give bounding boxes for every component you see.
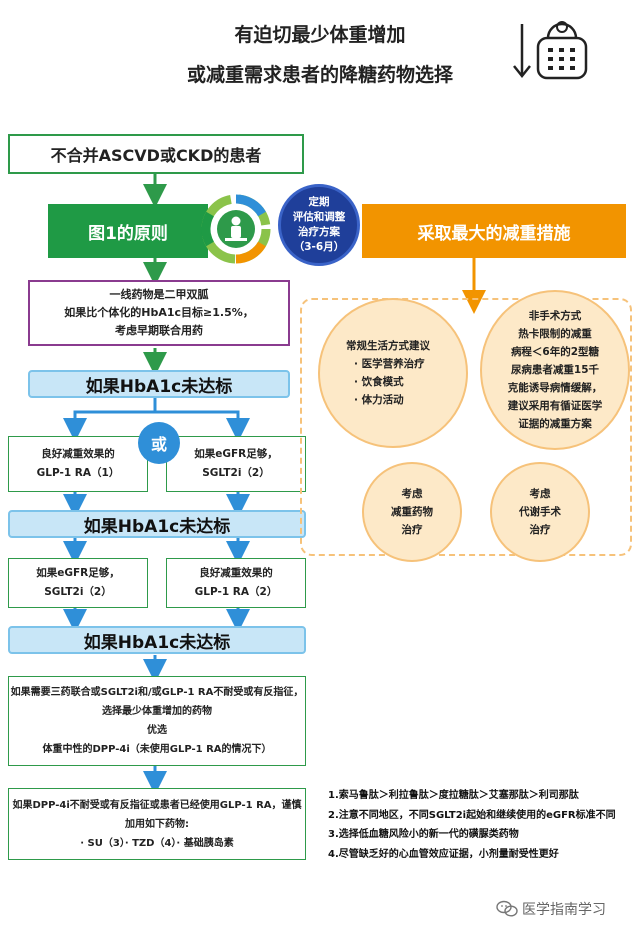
principle-box: 图1的原则 (48, 204, 208, 258)
surgery-line-3: 治疗 (529, 524, 551, 536)
assessment-cycle-icon (201, 194, 271, 264)
metabolic-surgery-circle: 考虑 代谢手术 治疗 (490, 462, 590, 562)
non-surgical-line-3: 病程＜6年的2型糖 (510, 346, 600, 358)
weight-loss-panel (300, 298, 632, 556)
non-surgical-line-5: 克能诱导病情缓解， (507, 382, 603, 394)
first-line-text-3: 考虑早期联合用药 (115, 324, 203, 337)
final-line-3: · SU（3）· TZD（4）· 基础胰岛素 (80, 837, 234, 849)
option-glp1-second-box: 良好减重效果的 GLP-1 RA（2） (166, 558, 306, 608)
triple-line-4: 体重中性的DPP-4i（未使用GLP-1 RA的情况下） (42, 744, 272, 755)
option-a-line-1: 良好减重效果的 (41, 448, 115, 460)
footnote-2: 2.注意不同地区，不同SGLT2i起始和继续使用的eGFR标准不同 (328, 809, 616, 821)
non-surgical-line-4: 尿病患者减重15千 (510, 364, 600, 376)
final-add-on-box: 如果DPP-4i不耐受或有反指征或患者已经使用GLP-1 RA，谨慎 加用如下药… (8, 788, 306, 860)
review-line-3: 治疗方案 (298, 226, 340, 238)
hba1c-not-met-1: 如果HbA1c未达标 (28, 370, 290, 398)
lifestyle-line-2: · 医学营养治疗 (354, 358, 425, 370)
drugs-line-1: 考虑 (401, 488, 423, 500)
review-line-2: 评估和调整 (292, 211, 346, 223)
triple-line-2: 选择最少体重增加的药物 (102, 706, 212, 717)
drugs-line-2: 减重药物 (391, 506, 433, 518)
first-line-text-2: 如果比个体化的HbA1c目标≥1.5%， (64, 306, 254, 319)
first-line-text-1: 一线药物是二甲双胍 (109, 288, 209, 301)
triple-line-3: 优选 (147, 725, 167, 736)
option-c-line-2: SGLT2i（2） (44, 586, 112, 598)
watermark-text: 医学指南学习 (522, 902, 606, 918)
final-line-2: 加用如下药物: (125, 818, 189, 830)
option-b-line-1: 如果eGFR足够， (194, 448, 278, 460)
weight-loss-scale-icon (513, 21, 588, 80)
option-d-line-2: GLP-1 RA（2） (194, 586, 278, 598)
principle-label: 图1的原则 (88, 223, 168, 244)
hba1c-not-met-2-label: 如果HbA1c未达标 (83, 516, 231, 537)
option-b-line-2: SGLT2i（2） (202, 467, 270, 479)
watermark: 医学指南学习 (496, 898, 636, 920)
lifestyle-line-1: 常规生活方式建议 (346, 340, 430, 352)
footnote-4: 4.尽管缺乏好的心血管效应证据，小剂量耐受性更好 (328, 848, 559, 860)
periodic-review-circle: 定期 评估和调整 治疗方案 （3-6月） (278, 184, 360, 266)
lifestyle-line-4: · 体力活动 (354, 394, 404, 406)
or-label: 或 (150, 435, 167, 454)
hba1c-not-met-2: 如果HbA1c未达标 (8, 510, 306, 538)
footnotes: 1.索马鲁肽＞利拉鲁肽＞度拉糖肽＞艾塞那肽＞利司那肽 2.注意不同地区，不同SG… (328, 786, 636, 864)
option-sglt2i-second-box: 如果eGFR足够， SGLT2i（2） (8, 558, 148, 608)
surgery-line-2: 代谢手术 (519, 506, 561, 518)
wechat-icon (496, 900, 518, 917)
footnote-3: 3.选择低血糖风险小的新一代的磺脲类药物 (328, 829, 519, 840)
drugs-line-3: 治疗 (401, 524, 423, 536)
non-surgical-line-2: 热卡限制的减重 (518, 328, 592, 340)
option-sglt2i-box: 如果eGFR足够， SGLT2i（2） (166, 436, 306, 492)
non-surgical-line-1: 非手术方式 (528, 310, 582, 322)
hba1c-not-met-3-label: 如果HbA1c未达标 (83, 632, 231, 653)
weight-loss-header-box: 采取最大的减重措施 (362, 204, 626, 258)
non-surgical-circle: 非手术方式 热卡限制的减重 病程＜6年的2型糖 尿病患者减重15千 克能诱导病情… (480, 290, 630, 450)
footnote-1: 1.索马鲁肽＞利拉鲁肽＞度拉糖肽＞艾塞那肽＞利司那肽 (328, 790, 579, 801)
page-title-line-1: 有迫切最少体重增加 (234, 24, 406, 46)
page-title-line-2: 或减重需求患者的降糖药物选择 (186, 64, 453, 86)
lifestyle-circle: 常规生活方式建议 · 医学营养治疗 · 饮食模式 · 体力活动 (318, 298, 468, 448)
weight-loss-header-label: 采取最大的减重措施 (417, 223, 571, 244)
option-a-line-2: GLP-1 RA（1） (36, 467, 120, 479)
start-patients-label: 不合并ASCVD或CKD的患者 (50, 146, 262, 165)
option-d-line-1: 良好减重效果的 (199, 567, 273, 579)
hba1c-not-met-3: 如果HbA1c未达标 (8, 626, 306, 654)
lifestyle-line-3: · 饮食模式 (354, 376, 404, 388)
start-patients-box: 不合并ASCVD或CKD的患者 (8, 134, 304, 174)
non-surgical-line-6: 建议采用有循证医学 (507, 400, 603, 412)
weight-loss-drugs-circle: 考虑 减重药物 治疗 (362, 462, 462, 562)
final-line-1: 如果DPP-4i不耐受或有反指征或患者已经使用GLP-1 RA，谨慎 (12, 799, 302, 811)
review-line-1: 定期 (308, 196, 330, 208)
non-surgical-line-7: 证据的减重方案 (518, 418, 592, 430)
triple-therapy-box: 如果需要三药联合或SGLT2i和/或GLP-1 RA不耐受或有反指征， 选择最少… (8, 676, 306, 766)
hba1c-not-met-1-label: 如果HbA1c未达标 (85, 376, 233, 397)
option-c-line-1: 如果eGFR足够， (36, 567, 120, 579)
option-glp1-box: 良好减重效果的 GLP-1 RA（1） (8, 436, 148, 492)
triple-line-1: 如果需要三药联合或SGLT2i和/或GLP-1 RA不耐受或有反指征， (10, 687, 304, 698)
or-circle: 或 (138, 422, 180, 464)
first-line-metformin-box: 一线药物是二甲双胍 如果比个体化的HbA1c目标≥1.5%， 考虑早期联合用药 (28, 280, 290, 346)
review-line-4: （3-6月） (293, 241, 345, 253)
surgery-line-1: 考虑 (529, 488, 551, 500)
